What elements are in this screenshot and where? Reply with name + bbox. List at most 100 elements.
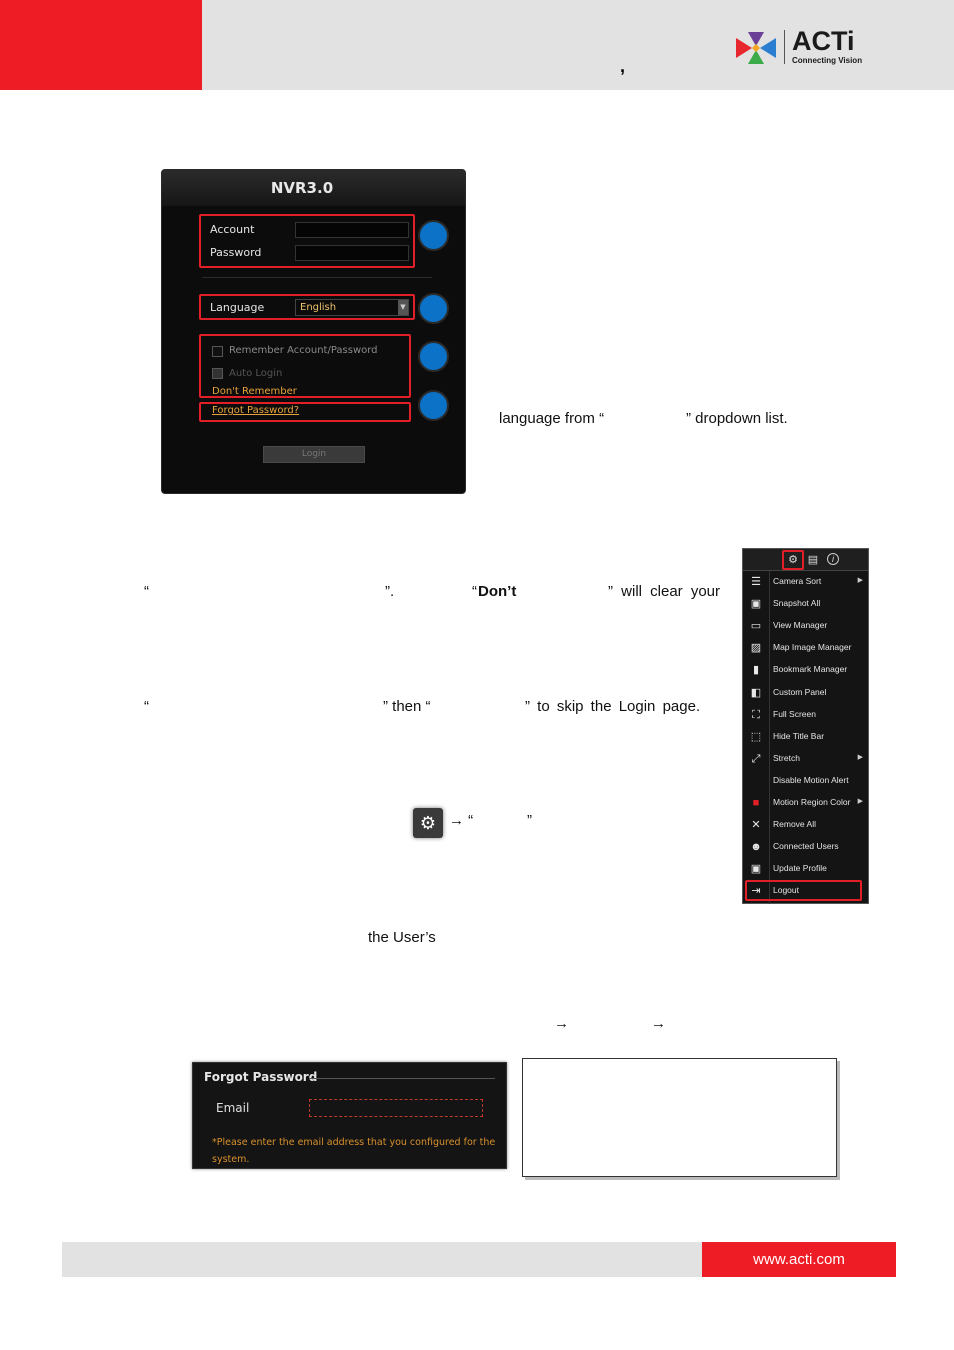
menu-item[interactable]: ⤢Stretch▶ [743, 748, 868, 770]
callout-box-logout [745, 880, 862, 901]
menu-item-label: Remove All [773, 819, 816, 830]
language-select[interactable]: English ▼ [295, 299, 409, 316]
menu-item-label: Map Image Manager [773, 642, 852, 653]
menu-item[interactable]: ⇥Logout [743, 880, 868, 902]
menu-item-label: Custom Panel [773, 686, 827, 697]
gear-arrow-text: → “ [449, 812, 474, 829]
dont-bold-text: Don’t [478, 583, 517, 600]
gear-icon: ⚙ [413, 808, 443, 838]
email-label: Email [216, 1101, 250, 1115]
document-icon[interactable]: ▤ [807, 554, 819, 566]
menu-item-label: Stretch [773, 752, 800, 763]
nvr-login-panel: NVR3.0 Account Password Language English… [161, 169, 466, 494]
callout-marker [418, 220, 449, 251]
language-text-end: ” dropdown list. [686, 410, 788, 427]
chevron-right-icon: ▶ [857, 753, 863, 761]
login-title: NVR3.0 [270, 179, 334, 197]
forgot-password-panel: Forgot Password Email *Please enter the … [192, 1062, 507, 1169]
menu-icon-column [769, 571, 770, 904]
callout-box-language [199, 294, 415, 320]
chevron-right-icon: ▶ [857, 577, 863, 584]
titlebar-icon: ⬚ [750, 730, 762, 743]
window-icon: ▭ [750, 620, 762, 633]
footer-url[interactable]: www.acti.com [702, 1242, 896, 1277]
auto-then-text: ” then “ [383, 698, 431, 715]
menu-item[interactable]: Disable Motion Alert [743, 770, 868, 792]
settings-menu: ⚙ ▤ i ☰ Camera Sort ▶ ▣ Snapshot All ▭ View Ma… [742, 548, 869, 904]
forgot-password-link[interactable]: Forgot Password? [212, 405, 300, 416]
acti-logo-icon [736, 32, 776, 64]
menu-item[interactable]: ⬚ Hide Title Bar [743, 726, 868, 748]
info-icon[interactable]: i [827, 553, 839, 565]
forgot-password-title: Forgot Password [204, 1070, 318, 1084]
password-label: Password [210, 246, 262, 259]
menu-item[interactable]: ⛶ Full Screen [743, 704, 868, 726]
menu-item-label: Camera Sort [773, 576, 822, 586]
remember-label: Remember Account/Password [229, 345, 378, 356]
account-input[interactable] [295, 222, 409, 238]
users-icon: ☻ [750, 841, 762, 854]
header-red-block [0, 0, 202, 90]
callout-box-gear [782, 550, 804, 570]
email-note: *Please enter the email address that you… [212, 1137, 496, 1165]
list-icon: ☰ [751, 576, 761, 588]
close-icon: ✕ [751, 819, 761, 832]
menu-item-label: Update Profile [773, 863, 827, 874]
menu-item[interactable]: ▭ View Manager [743, 615, 868, 637]
logo-tagline: Connecting Vision [792, 56, 863, 65]
panel-icon: ◧ [750, 686, 762, 699]
camera-icon: ▣ [750, 598, 762, 611]
account-label: Account [210, 223, 255, 236]
note-box [522, 1058, 837, 1177]
acti-logo: ACTi Connecting Vision [734, 26, 874, 68]
menu-item[interactable]: ☻ Connected Users [743, 836, 868, 858]
menu-item-label: Snapshot All [773, 598, 821, 609]
password-input[interactable] [295, 245, 409, 261]
callout-box-credentials [199, 214, 415, 268]
title-underline [309, 1078, 495, 1079]
menu-item[interactable]: ◧ Custom Panel [743, 682, 868, 704]
menu-item[interactable]: ■Motion Region Color▶ [743, 792, 868, 814]
language-value: English [300, 302, 337, 313]
menu-item[interactable]: ☰ Camera Sort ▶ [743, 571, 868, 593]
lock-icon: ▣ [750, 863, 762, 876]
dont-remember-link[interactable]: Don't Remember [212, 386, 297, 397]
chevron-down-icon[interactable]: ▼ [398, 300, 408, 315]
menu-item-label: Connected Users [773, 841, 839, 852]
logo-wordmark: ACTi [792, 26, 855, 56]
menu-item-label: Hide Title Bar [773, 730, 825, 741]
menu-item-label: Disable Motion Alert [773, 774, 849, 785]
image-icon: ▨ [750, 642, 762, 655]
menu-item-label: Motion Region Color [773, 797, 851, 807]
auto-login-label: Auto Login [229, 368, 283, 379]
path-arrow-1: → [554, 1015, 569, 1032]
callout-marker [418, 293, 449, 324]
login-button[interactable]: Login [263, 446, 365, 463]
menu-item[interactable]: ▣ Update Profile [743, 858, 868, 880]
auto-text-rest: ” to skip the Login page. [525, 698, 701, 715]
menu-item-label: Full Screen [773, 708, 816, 719]
callout-box-remember [199, 334, 411, 398]
language-label: Language [210, 301, 265, 314]
fullscreen-icon: ⛶ [752, 708, 760, 721]
menu-item[interactable]: ▨ Map Image Manager [743, 637, 868, 659]
color-icon: ■ [752, 797, 760, 809]
email-field[interactable] [309, 1099, 483, 1117]
path-arrow-2: → [651, 1015, 666, 1032]
remember-quote-open: “ [144, 583, 149, 600]
login-titlebar: NVR3.0 [162, 170, 465, 206]
menu-item[interactable]: ▮Bookmark Manager [743, 659, 868, 681]
dont-text-rest: ” will clear your [608, 583, 721, 600]
dont-quote-open: “ [472, 583, 477, 600]
callout-marker [418, 390, 449, 421]
menu-item[interactable]: ▣ Snapshot All [743, 593, 868, 615]
gear-quote-close: ” [527, 812, 532, 829]
menu-item-label: View Manager [773, 620, 828, 631]
language-text-start: language from “ [499, 410, 605, 427]
auto-login-checkbox[interactable] [212, 368, 223, 379]
menu-item-label: Logout [773, 885, 799, 896]
gear-icon[interactable]: ⚙ [788, 554, 798, 566]
callout-box-forgot [199, 402, 411, 422]
menu-item[interactable]: ✕ Remove All [743, 814, 868, 836]
remember-checkbox[interactable] [212, 346, 223, 357]
